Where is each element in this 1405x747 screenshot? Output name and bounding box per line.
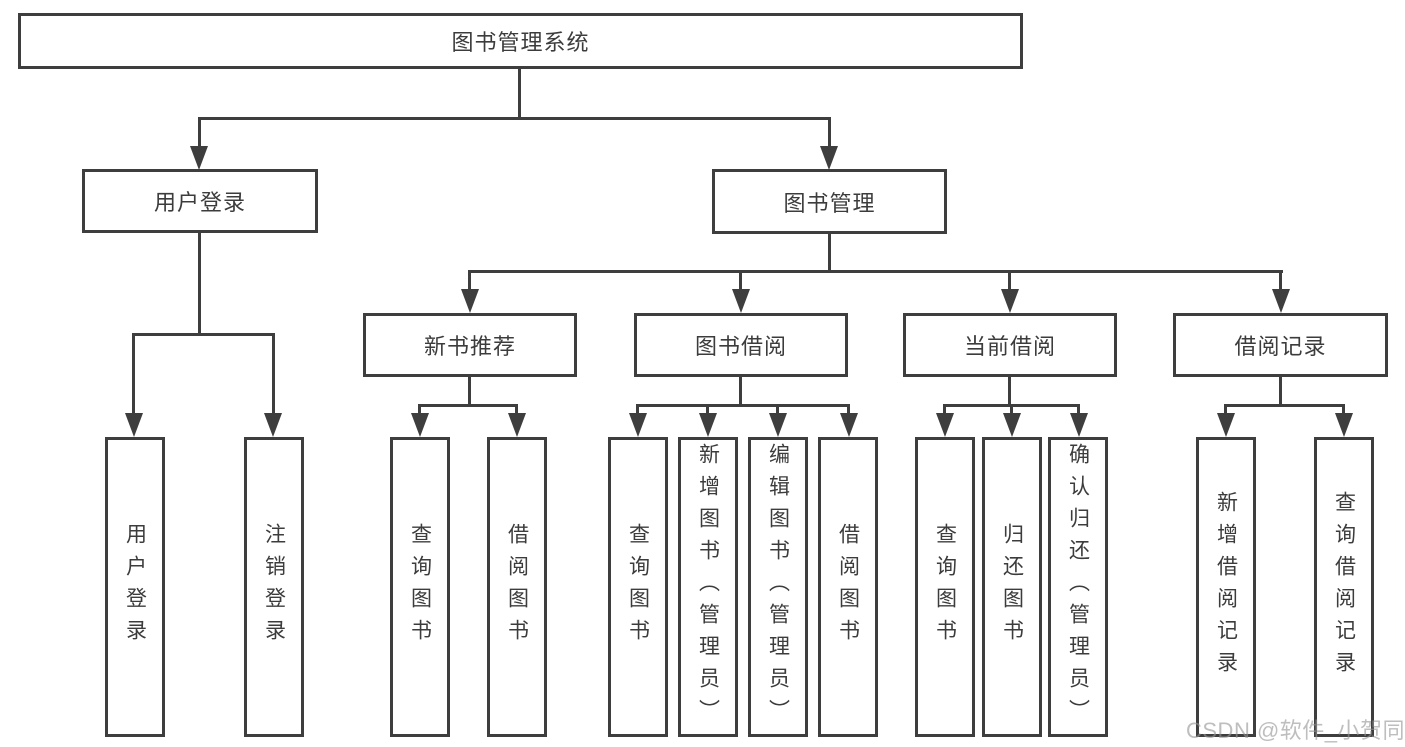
node-root-label: 图书管理系统 (451, 30, 590, 55)
leaf-borrow-book-2: 借阅图书 (818, 437, 878, 737)
node-book-borrow-label: 图书借阅 (694, 334, 787, 359)
arrowhead-book-borrow (732, 289, 750, 313)
leaf-query-book-3: 查询图书 (915, 437, 975, 737)
leaf-borrow-book-1-label: 借阅图书 (505, 523, 529, 651)
arrowhead-borrow-book-1 (508, 413, 526, 437)
connector-drop-query-book-3 (943, 404, 946, 416)
connector-drop-leaf-logout (272, 333, 275, 415)
leaf-add-borrow-record-label: 新增借阅记录 (1214, 491, 1238, 683)
leaf-query-book-2: 查询图书 (608, 437, 668, 737)
leaf-query-book-3-label: 查询图书 (933, 523, 957, 651)
leaf-return-book: 归还图书 (982, 437, 1042, 737)
arrowhead-query-book-1 (411, 413, 429, 437)
node-new-book-recommend-label: 新书推荐 (423, 334, 516, 359)
connector-book-borrow-stem (739, 375, 742, 407)
arrowhead-borrow-records (1272, 289, 1290, 313)
leaf-query-borrow-record-label: 查询借阅记录 (1332, 491, 1356, 683)
node-book-management-label: 图书管理 (783, 190, 876, 216)
leaf-return-book-label: 归还图书 (1000, 523, 1024, 651)
leaf-add-borrow-record: 新增借阅记录 (1196, 437, 1256, 737)
connector-root-stem (518, 66, 521, 120)
arrowhead-confirm-return (1070, 413, 1088, 437)
node-book-management: 图书管理 (712, 169, 947, 234)
arrowhead-add-book (699, 413, 717, 437)
arrowhead-edit-book (769, 413, 787, 437)
connector-drop-current-borrow (1008, 270, 1011, 292)
arrowhead-book-management (820, 146, 838, 170)
csdn-watermark: CSDN @软件_小贺同学 (1186, 718, 1405, 743)
connector-drop-book-management (828, 117, 831, 149)
connector-drop-edit-book (776, 404, 779, 416)
leaf-add-book-admin-label: 新增图书（管理员） (696, 443, 720, 731)
connector-drop-query-book-1 (418, 404, 421, 416)
connector-drop-confirm-return (1077, 404, 1080, 416)
connector-book-borrow-split (636, 404, 850, 407)
leaf-add-book-admin: 新增图书（管理员） (678, 437, 738, 737)
leaf-query-book-1: 查询图书 (390, 437, 450, 737)
leaf-logout-label: 注销登录 (262, 523, 286, 651)
node-book-borrow: 图书借阅 (634, 313, 848, 377)
connector-drop-leaf-user-login (132, 333, 135, 415)
node-user-login-label: 用户登录 (153, 190, 246, 215)
leaf-confirm-return-admin: 确认归还（管理员） (1048, 437, 1108, 737)
leaf-borrow-book-2-label: 借阅图书 (836, 523, 860, 651)
arrowhead-add-borrow-record (1217, 413, 1235, 437)
connector-new-book-stem (468, 375, 471, 407)
connector-borrow-records-split (1224, 404, 1345, 407)
leaf-query-book-1-label: 查询图书 (408, 523, 432, 651)
node-borrow-records: 借阅记录 (1173, 313, 1388, 377)
arrowhead-return-book (1003, 413, 1021, 437)
connector-user-login-stem (198, 231, 201, 335)
connector-drop-borrow-book-1 (515, 404, 518, 416)
connector-drop-new-book-recommend (468, 270, 471, 292)
leaf-confirm-return-admin-label: 确认归还（管理员） (1066, 443, 1090, 731)
connector-drop-query-book-2 (636, 404, 639, 416)
arrowhead-query-book-2 (629, 413, 647, 437)
arrowhead-new-book-recommend (461, 289, 479, 313)
connector-borrow-records-stem (1279, 375, 1282, 407)
arrowhead-current-borrow (1001, 289, 1019, 313)
arrowhead-leaf-logout (264, 413, 282, 437)
node-new-book-recommend: 新书推荐 (363, 313, 577, 377)
leaf-borrow-book-1: 借阅图书 (487, 437, 547, 737)
node-root: 图书管理系统 (18, 13, 1023, 69)
leaf-logout: 注销登录 (244, 437, 304, 737)
node-current-borrow-label: 当前借阅 (963, 334, 1056, 359)
connector-user-login-split (132, 333, 275, 336)
node-current-borrow: 当前借阅 (903, 313, 1117, 377)
node-user-login: 用户登录 (82, 169, 318, 233)
connector-drop-book-borrow (739, 270, 742, 292)
connector-root-split (198, 117, 831, 120)
connector-drop-add-book (706, 404, 709, 416)
connector-current-borrow-stem (1008, 375, 1011, 407)
arrowhead-user-login (190, 146, 208, 170)
connector-drop-add-borrow-record (1224, 404, 1227, 416)
arrowhead-query-borrow-record (1335, 413, 1353, 437)
leaf-edit-book-admin: 编辑图书（管理员） (748, 437, 808, 737)
connector-drop-user-login (198, 117, 201, 149)
connector-new-book-split (418, 404, 518, 407)
leaf-user-login-label: 用户登录 (123, 523, 147, 651)
leaf-user-login: 用户登录 (105, 437, 165, 737)
connector-drop-query-borrow-record (1342, 404, 1345, 416)
connector-drop-borrow-records (1279, 270, 1282, 292)
connector-book-management-split (468, 270, 1283, 273)
node-borrow-records-label: 借阅记录 (1234, 334, 1327, 359)
arrowhead-leaf-user-login (125, 413, 143, 437)
connector-drop-borrow-book-2 (847, 404, 850, 416)
arrowhead-borrow-book-2 (840, 413, 858, 437)
connector-book-management-stem (828, 231, 831, 273)
leaf-query-borrow-record: 查询借阅记录 (1314, 437, 1374, 737)
leaf-query-book-2-label: 查询图书 (626, 523, 650, 651)
arrowhead-query-book-3 (936, 413, 954, 437)
leaf-edit-book-admin-label: 编辑图书（管理员） (766, 443, 790, 731)
connector-drop-return-book (1010, 404, 1013, 416)
